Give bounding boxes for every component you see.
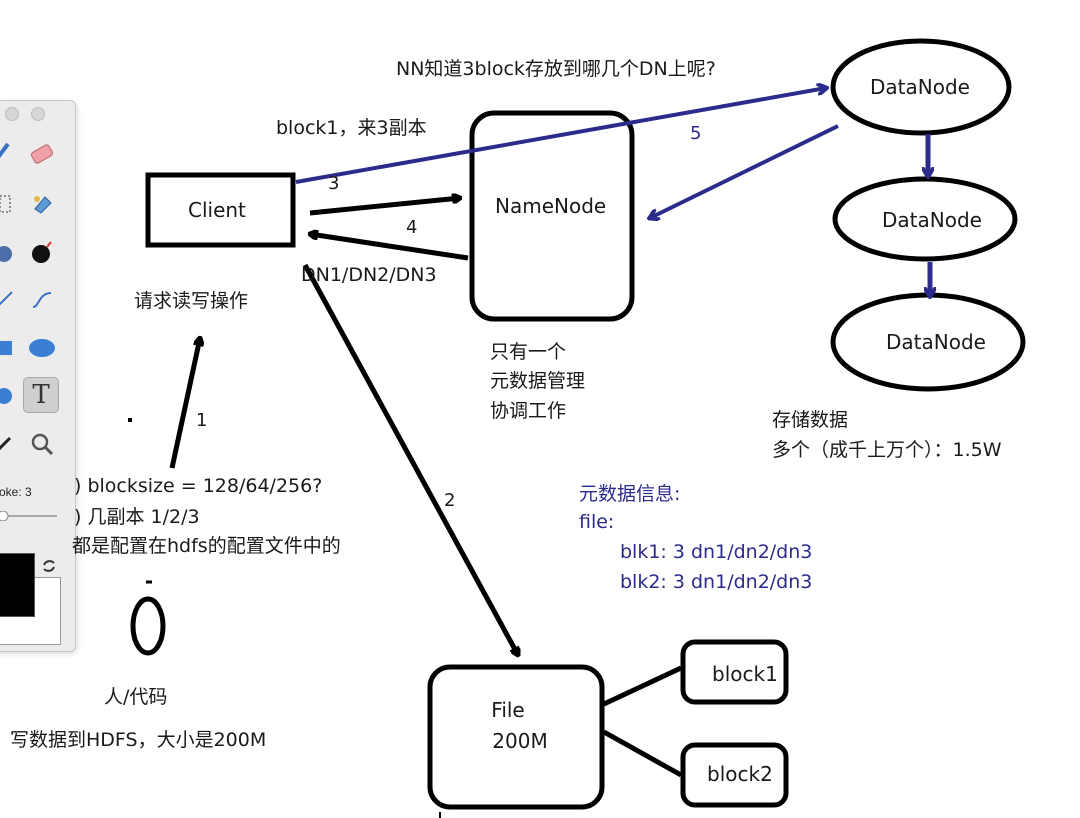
ink-dot (128, 418, 132, 422)
datanode-3-label: DataNode (886, 330, 986, 354)
swap-colors-icon[interactable] (40, 557, 58, 575)
bomb-tool-icon[interactable] (25, 235, 59, 269)
namenode-box (469, 110, 635, 322)
stroke-color-swatch[interactable] (0, 553, 35, 617)
namenode-desc-line-1: 只有一个 (490, 341, 567, 363)
eraser-tool-icon[interactable] (25, 137, 59, 171)
request-ops-note: 请求读写操作 (134, 290, 249, 312)
text-tool-glyph: T (32, 380, 50, 410)
config-line-1: ) blocksize = 128/64/256? (74, 475, 323, 497)
arrow-5-datanode-to-namenode (650, 124, 839, 218)
edge-label-5: 5 (690, 123, 702, 144)
metadata-entry-2: blk2: 3 dn1/dn2/dn3 (620, 571, 813, 593)
config-line-3: 都是配置在hdfs的配置文件中的 (72, 535, 341, 557)
datanode-2-ellipse (832, 176, 1018, 262)
file-label-line-1: File (491, 698, 525, 722)
namenode-desc-line-3: 协调工作 (490, 400, 567, 422)
datanode-2-label: DataNode (882, 208, 982, 232)
ellipse-tool-icon[interactable] (25, 331, 59, 365)
arrow-2-client-to-file (302, 263, 518, 655)
block1-box (680, 639, 789, 705)
file-to-block2-line (602, 729, 683, 778)
dn-list-label: DN1/DN2/DN3 (301, 264, 437, 286)
pen-tool-icon[interactable] (0, 135, 21, 169)
arrow-4-namenode-to-client (310, 234, 469, 261)
client-label: Client (188, 198, 246, 222)
arrow-client-to-datanode (295, 88, 826, 184)
namenode-desc-line-2: 元数据管理 (490, 370, 586, 392)
block1-replica-note: block1，来3副本 (276, 117, 427, 139)
block2-box (680, 742, 789, 808)
text-tool-icon[interactable]: T (23, 377, 59, 413)
arrow-3-client-to-namenode (309, 198, 460, 216)
tool-palette: T roke: 3 (0, 100, 76, 652)
selection-tool-icon[interactable] (0, 187, 21, 221)
stroke-size-label: roke: 3 (0, 485, 32, 499)
edge-label-1: 1 (196, 410, 208, 431)
spray-tool-icon[interactable] (0, 237, 21, 271)
file-label-line-2: 200M (492, 729, 548, 753)
line-tool-icon[interactable] (0, 283, 21, 317)
datanode-1-label: DataNode (870, 75, 970, 99)
client-box (145, 172, 296, 248)
namenode-label: NameNode (495, 194, 607, 218)
rectangle-tool-icon[interactable] (0, 331, 21, 365)
block2-label: block2 (707, 762, 773, 786)
arrow-1 (169, 338, 200, 469)
write-desc: 写数据到HDFS，大小是200M (10, 729, 267, 751)
metadata-file-label: file: (579, 511, 615, 533)
block1-label: block1 (712, 662, 778, 686)
user-label: 人/代码 (104, 686, 168, 708)
stroke-slider[interactable] (0, 511, 57, 521)
rounded-shape-tool-icon[interactable] (0, 379, 21, 413)
top-question: NN知道3block存放到哪几个DN上呢? (396, 58, 716, 80)
file-box (427, 664, 605, 810)
fill-bucket-tool-icon[interactable] (25, 187, 59, 221)
edge-label-3: 3 (328, 173, 340, 194)
zoom-tool-icon[interactable] (25, 427, 59, 461)
storage-desc-line-2: 多个（成千上万个）：1.5W (772, 439, 1002, 461)
datanode-1-ellipse (830, 38, 1012, 136)
file-to-block1-line (602, 665, 683, 707)
user-figure-icon (130, 580, 166, 656)
metadata-entry-1: blk1: 3 dn1/dn2/dn3 (620, 541, 813, 563)
minimize-dot-icon[interactable] (31, 107, 45, 121)
eyedropper-tool-icon[interactable] (0, 427, 21, 461)
metadata-title: 元数据信息: (579, 483, 681, 505)
close-dot-icon[interactable] (5, 107, 19, 121)
edge-label-2: 2 (444, 490, 456, 511)
curve-tool-icon[interactable] (25, 283, 59, 317)
edge-label-4: 4 (406, 217, 418, 238)
storage-desc-line-1: 存储数据 (772, 409, 849, 431)
config-line-2: ) 几副本 1/2/3 (74, 506, 200, 528)
